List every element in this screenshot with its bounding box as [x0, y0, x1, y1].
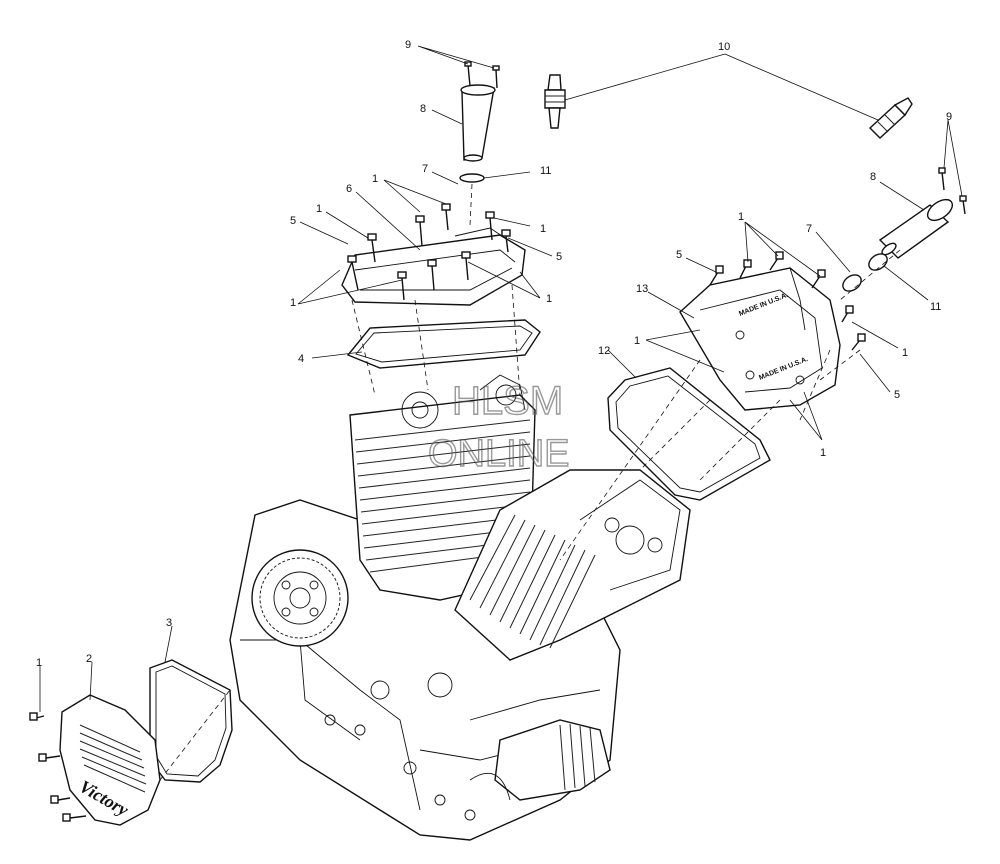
- spark-plug-front: [544, 74, 566, 129]
- callout-1-g: 1: [634, 335, 640, 347]
- callout-8-rear: 8: [870, 171, 876, 183]
- callout-1-j: 1: [36, 657, 42, 669]
- callout-5-d: 5: [894, 389, 900, 401]
- cam-gear: [251, 549, 349, 647]
- rear-rocker-gasket: [607, 367, 771, 501]
- callout-1-f: 1: [738, 211, 744, 223]
- callout-1-e: 1: [546, 293, 552, 305]
- callout-5-c: 5: [676, 249, 682, 261]
- front-plug-tube: [460, 84, 496, 162]
- callout-13: 13: [636, 283, 648, 295]
- callout-10: 10: [718, 41, 730, 53]
- watermark-line1: HLSM: [452, 379, 563, 423]
- callout-1-i: 1: [820, 447, 826, 459]
- front-tube-bolts: [464, 61, 500, 89]
- callout-2: 2: [86, 653, 92, 665]
- starter-motor: [469, 719, 611, 801]
- front-cover-bolts: [347, 203, 511, 301]
- rear-rocker-cover: MADE IN U.S.A. MADE IN U.S.A.: [679, 267, 841, 411]
- rear-cylinder: [427, 469, 691, 698]
- callout-numbers: 9 10 8 7 11 6 1 1 1 5 5 1 1 4 9 8 7 11 1…: [36, 39, 952, 669]
- watermark-line2: ONLINE: [428, 433, 569, 475]
- rear-cover-bolts: [709, 251, 866, 351]
- alignment-lines: [159, 183, 901, 781]
- rear-tube-bolts: [938, 167, 967, 215]
- front-rocker-cover: [341, 227, 526, 306]
- rear-plug-tube: [878, 198, 954, 259]
- callout-1-d: 1: [290, 297, 296, 309]
- watermark: HLSM ONLINE: [427, 378, 570, 475]
- front-oring: [459, 173, 485, 183]
- callout-8-top: 8: [420, 103, 426, 115]
- callout-9-top: 9: [405, 39, 411, 51]
- cam-cover-bolts: [29, 712, 87, 822]
- callout-7-rear: 7: [806, 223, 812, 235]
- callout-11-top: 11: [540, 165, 551, 177]
- callout-9-rear: 9: [946, 111, 952, 123]
- callout-1-a: 1: [372, 173, 378, 185]
- callout-12: 12: [598, 345, 610, 357]
- leader-lines: [39, 45, 963, 712]
- callout-6: 6: [346, 183, 352, 195]
- callout-11-rear: 11: [930, 301, 941, 313]
- cam-cover: Victory: [59, 694, 161, 826]
- callout-1-b: 1: [316, 203, 322, 215]
- cam-cover-gasket: [149, 659, 233, 783]
- callout-7-top: 7: [422, 163, 428, 175]
- spark-plug-rear: [868, 97, 913, 139]
- callout-5-a: 5: [290, 215, 296, 227]
- callout-3: 3: [166, 617, 172, 629]
- rear-orings: [842, 253, 888, 292]
- callout-5-b: 5: [556, 251, 562, 263]
- front-rocker-gasket: [346, 319, 541, 369]
- callout-4: 4: [298, 353, 304, 365]
- callout-1-c: 1: [540, 223, 546, 235]
- callout-1-h: 1: [902, 347, 908, 359]
